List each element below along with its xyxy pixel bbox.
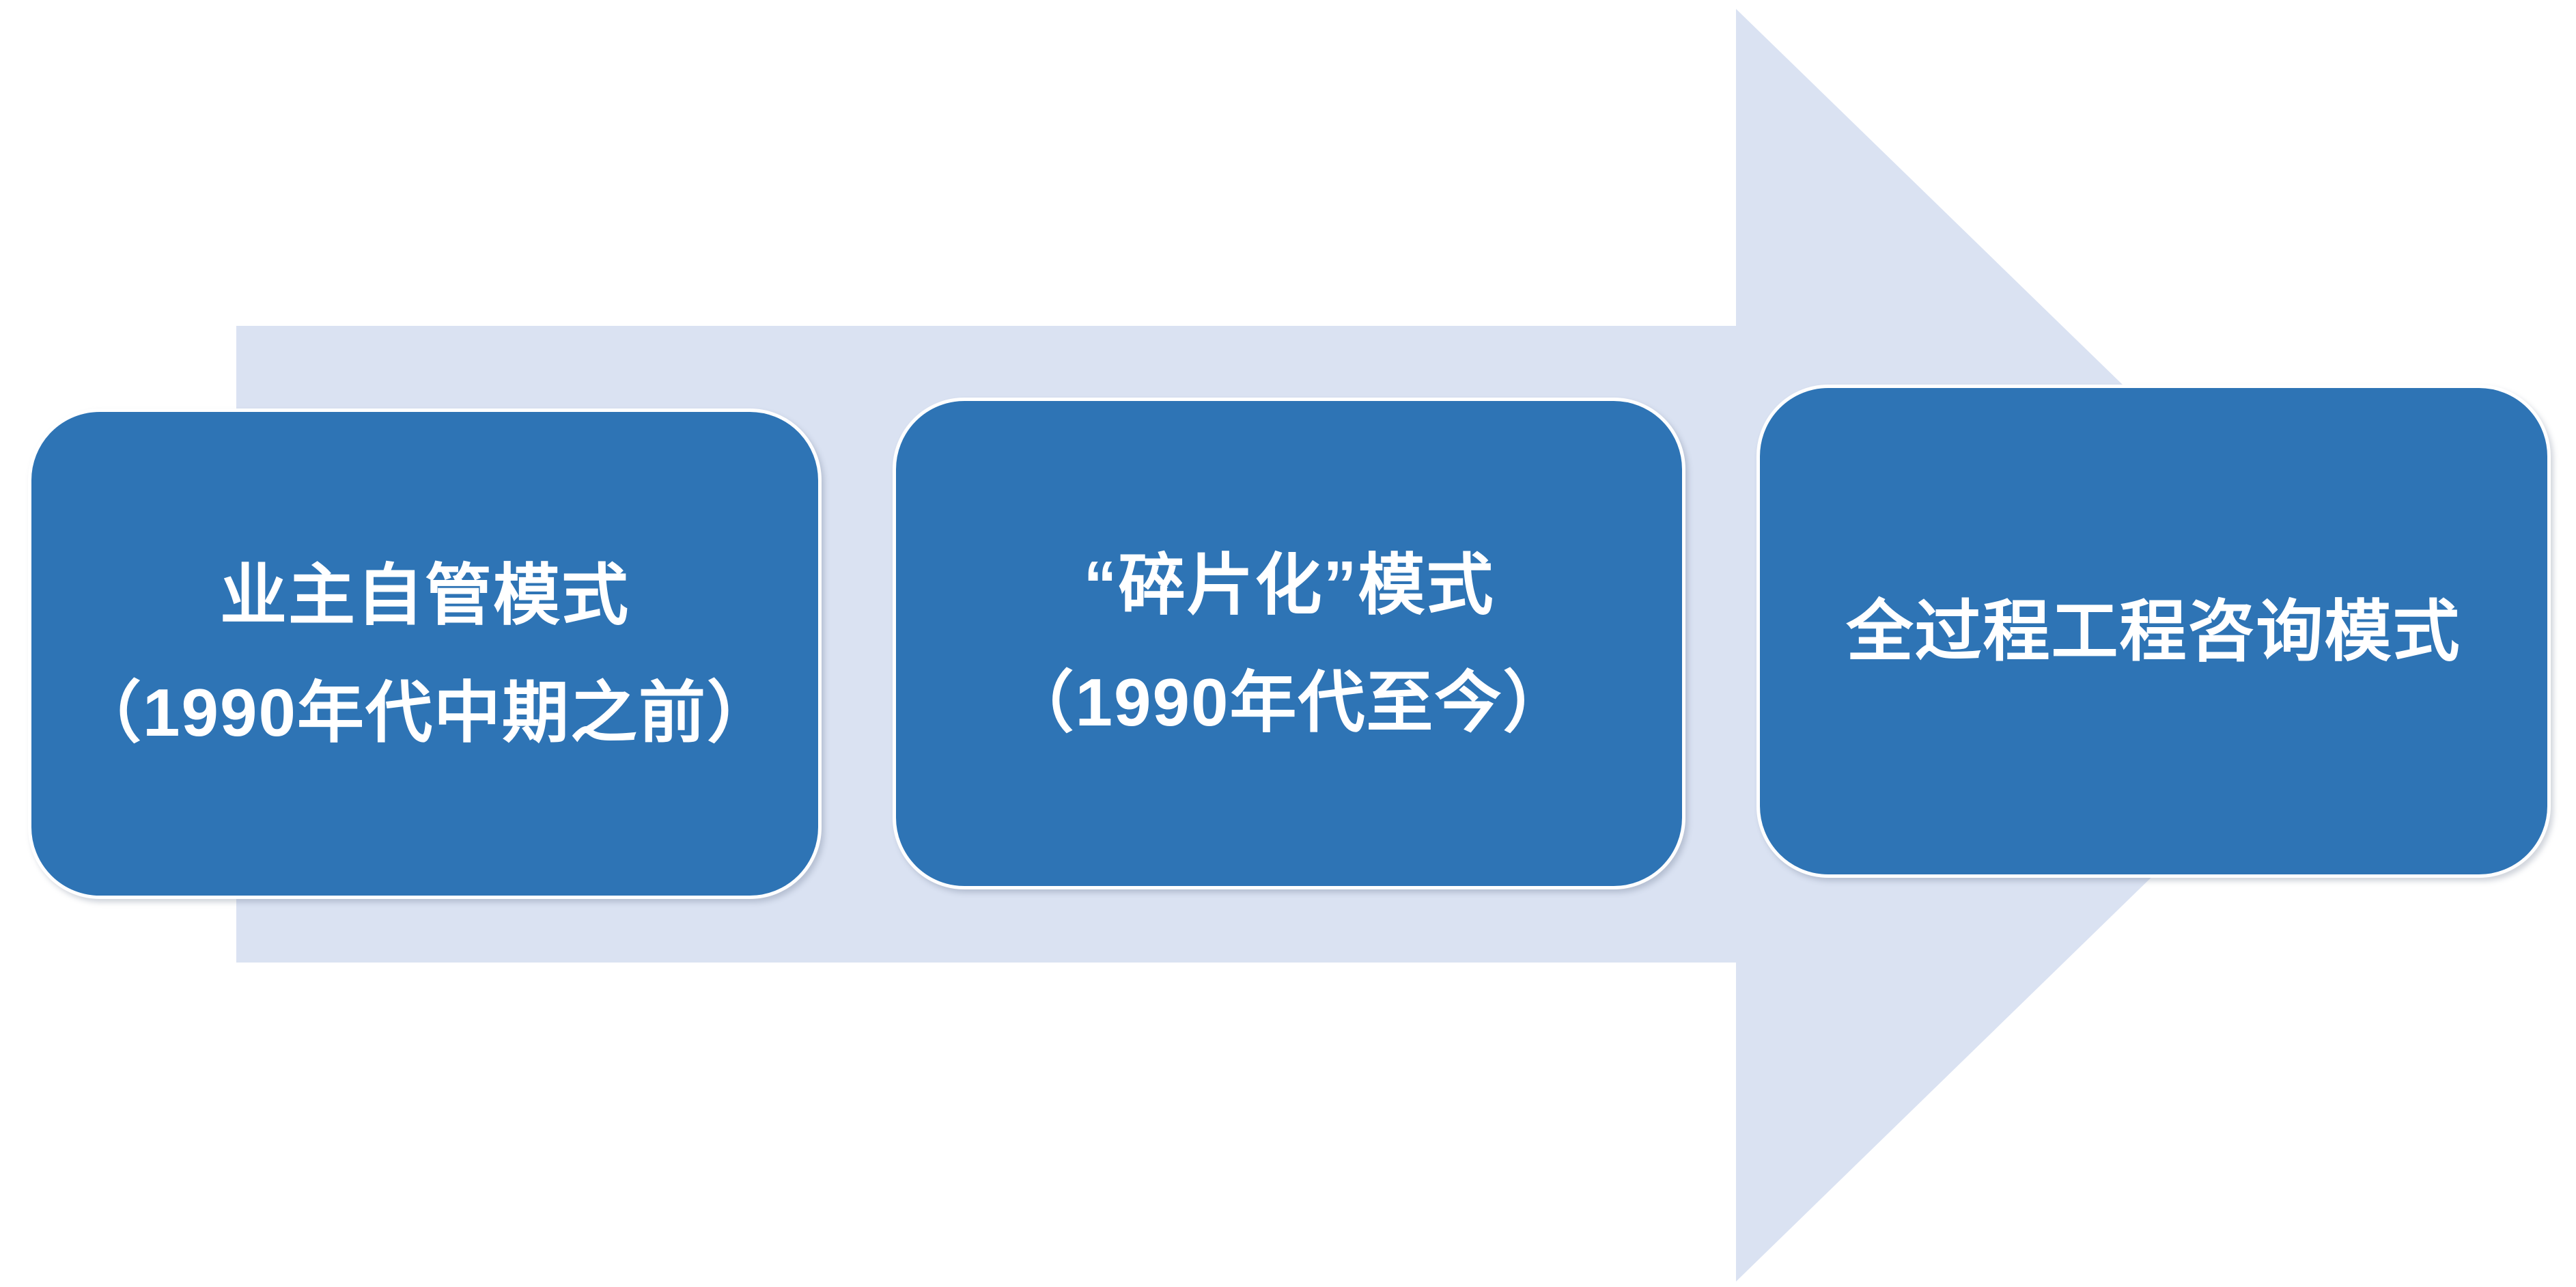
stage-box-owner-self-managed: 业主自管模式 （1990年代中期之前） <box>28 409 822 899</box>
stage-period: （1990年代中期之前） <box>74 675 775 750</box>
stage-box-fragmented: “碎片化”模式 （1990年代至今） <box>893 398 1685 889</box>
stage-title: 业主自管模式 <box>219 557 630 633</box>
stage-title: 全过程工程咨询模式 <box>1846 594 2461 669</box>
stage-period: （1990年代至今） <box>1007 665 1571 740</box>
stage-title: “碎片化”模式 <box>1083 547 1495 622</box>
stage-box-whole-process-consulting: 全过程工程咨询模式 <box>1756 385 2551 878</box>
